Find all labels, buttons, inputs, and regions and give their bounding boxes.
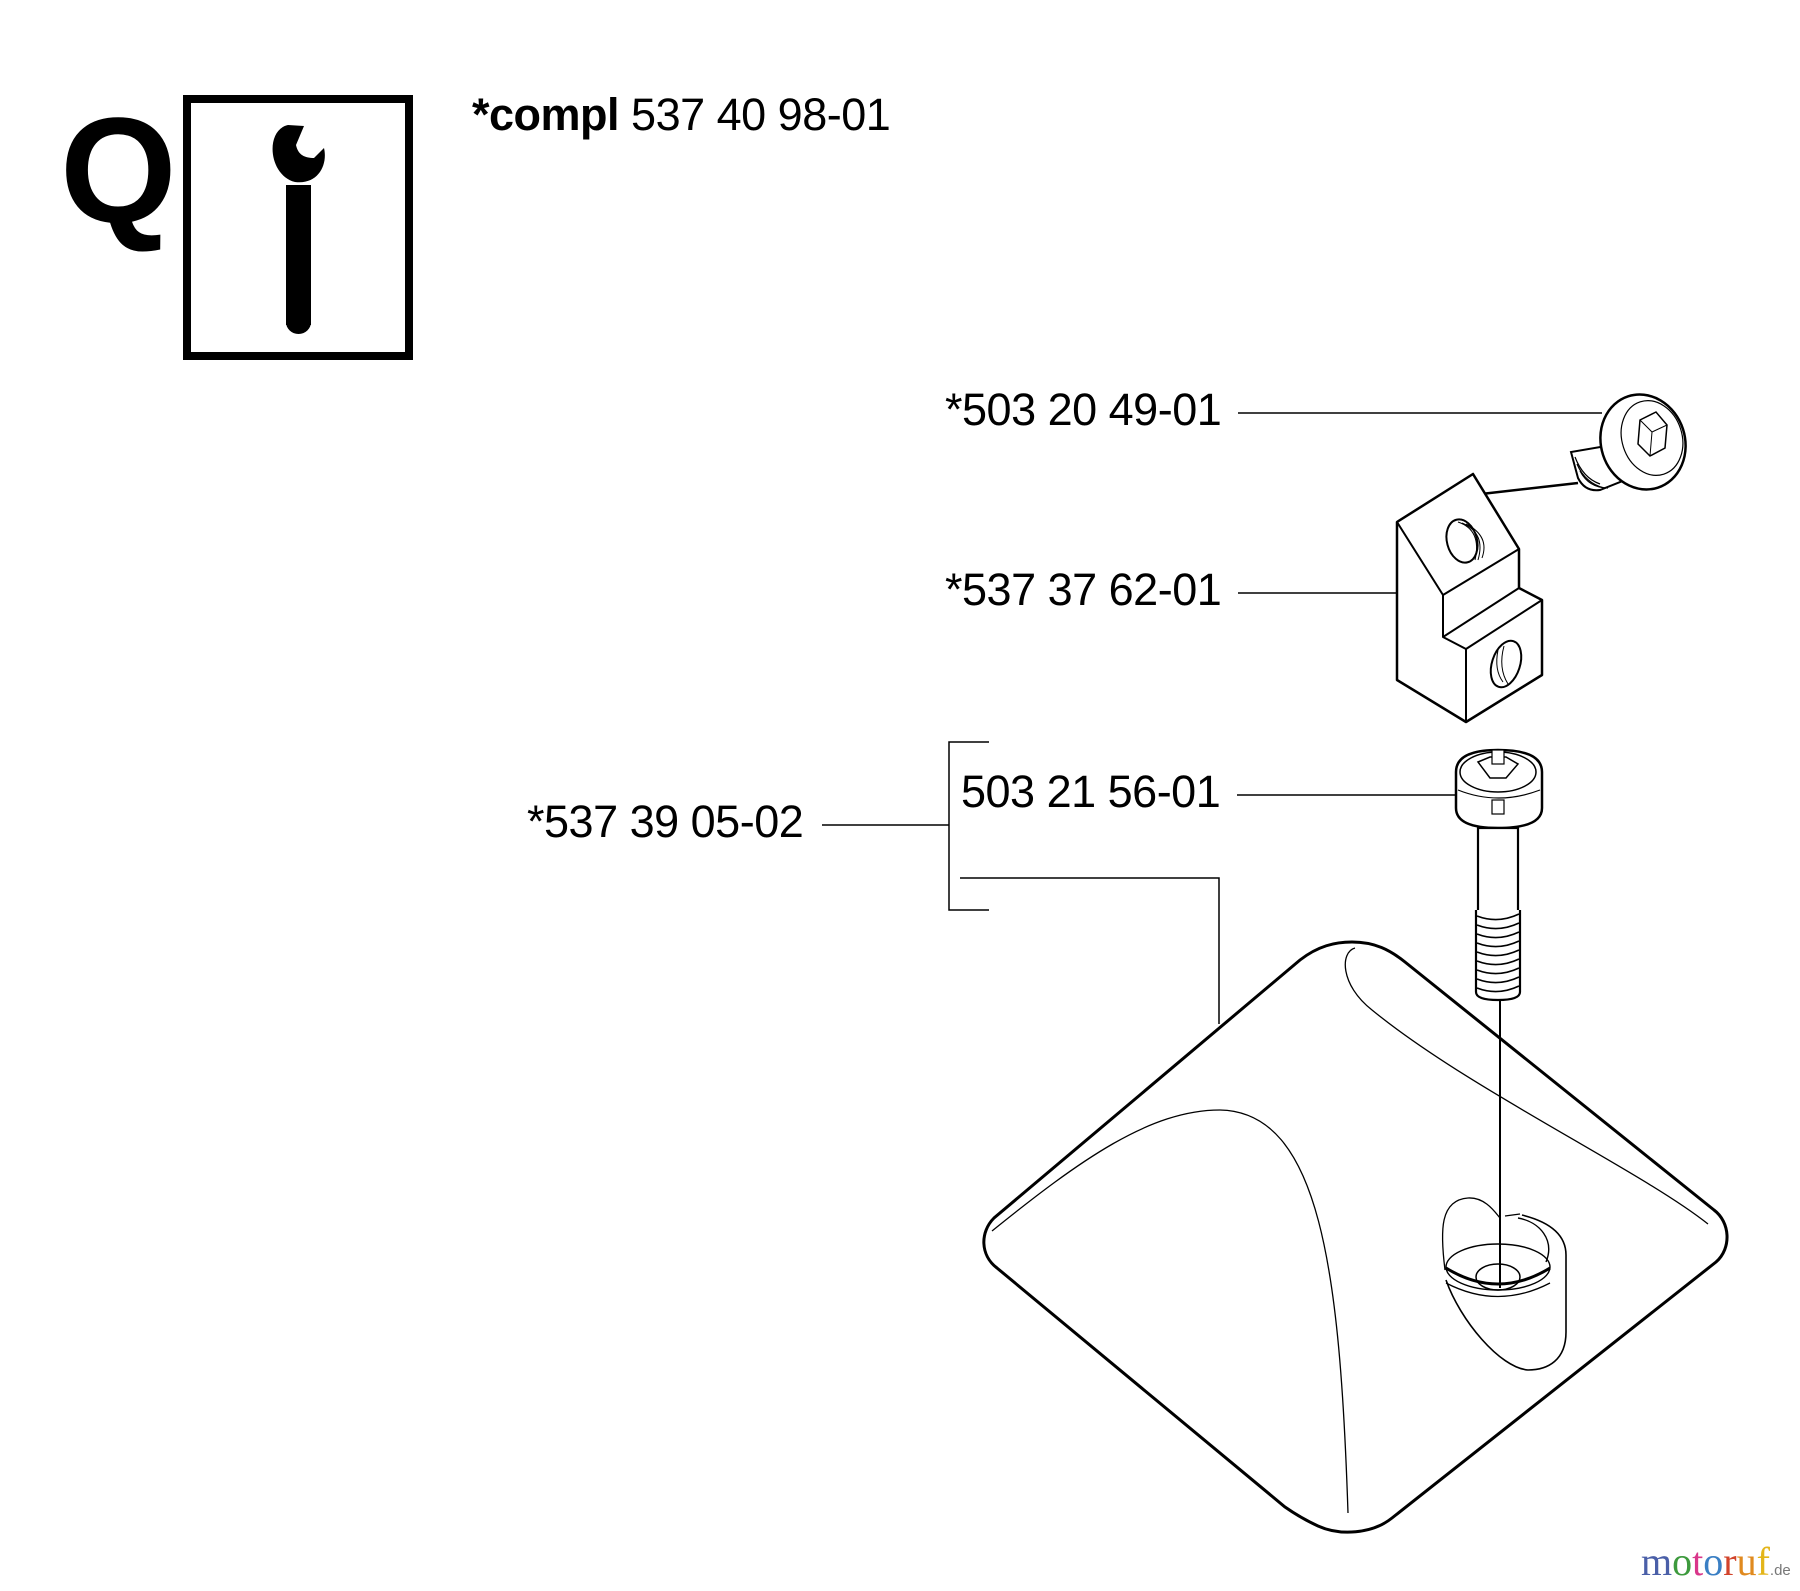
wrench-icon [272, 125, 325, 334]
kit-number-heading: *compl 537 40 98-01 [472, 89, 891, 140]
wm-letter: o [1703, 1539, 1724, 1584]
kit-number: 537 40 98-01 [631, 89, 891, 140]
wm-letter: t [1692, 1539, 1704, 1584]
watermark-logo: motoruf.de [1641, 1542, 1791, 1582]
kit-prefix: *compl [472, 89, 620, 140]
angle-bracket-block-icon [1395, 472, 1544, 724]
hex-socket-plug-screw-icon [1454, 393, 1687, 499]
wm-letter: u [1736, 1539, 1757, 1584]
section-letter: Q [60, 86, 177, 254]
part-label-angle-bracket[interactable]: *537 37 62-01 [945, 564, 1222, 615]
part-label-plug-screw[interactable]: *503 20 49-01 [945, 384, 1222, 435]
slotted-hex-screw-icon [1454, 748, 1544, 1288]
part-label-cover-assembly[interactable]: *537 39 05-02 [527, 796, 804, 847]
part-label-cheese-head-screw[interactable]: 503 21 56-01 [961, 766, 1221, 817]
wm-letter: f [1756, 1539, 1770, 1584]
wm-suffix: .de [1769, 1562, 1791, 1579]
leader-lines [822, 412, 1602, 1024]
wm-letter: m [1641, 1539, 1673, 1584]
wm-letter: r [1723, 1539, 1737, 1584]
wm-letter: o [1672, 1539, 1693, 1584]
cover-icon [982, 940, 1729, 1534]
wrench-frame [183, 95, 413, 360]
